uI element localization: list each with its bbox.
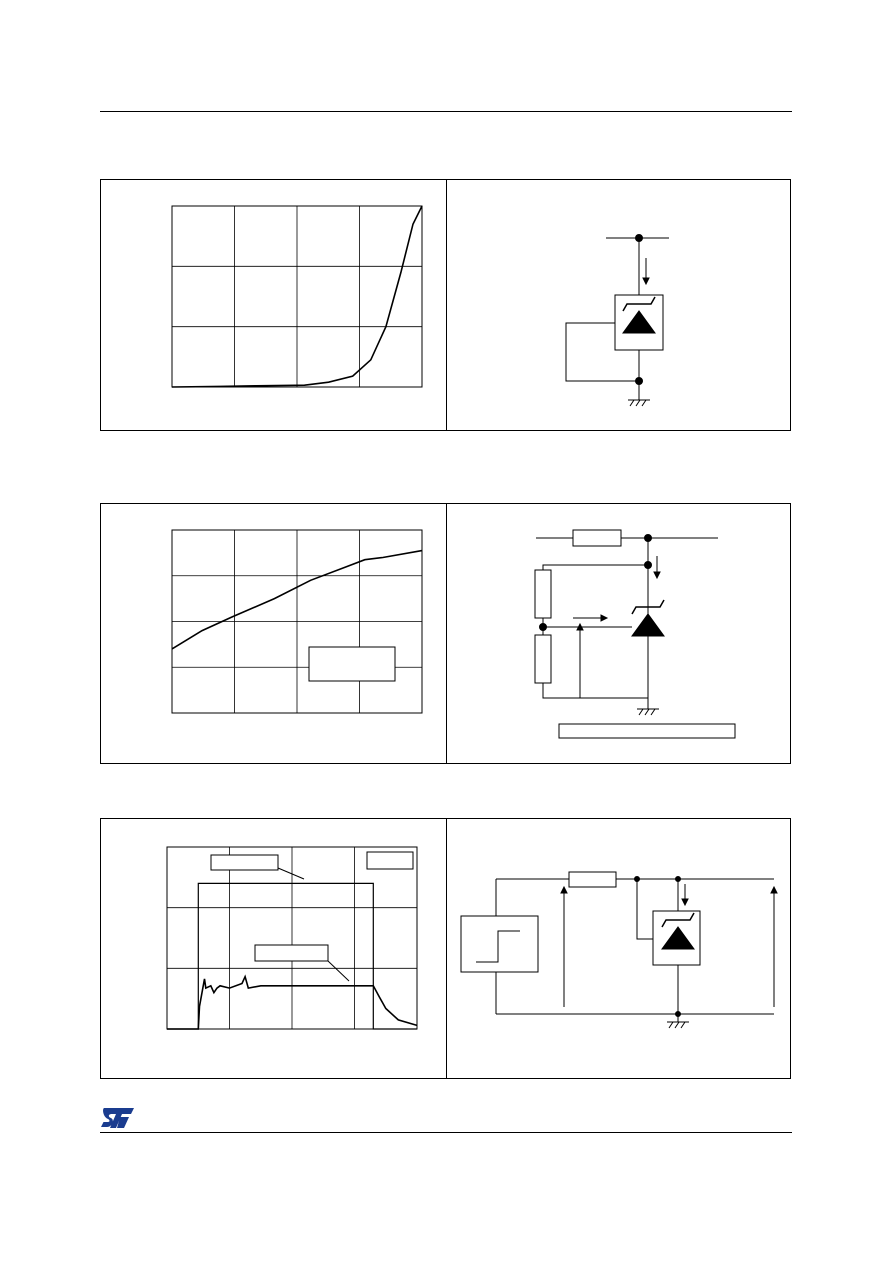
series-line-2 (167, 974, 418, 1030)
chart-legend-box (308, 646, 396, 682)
chart-1 (171, 205, 423, 388)
ground-hatch (674, 1021, 680, 1029)
st-logo-icon (101, 1108, 134, 1128)
schematic-step-source (460, 871, 778, 1029)
voltage-arrow-head (576, 622, 584, 631)
gate-wire (565, 322, 639, 382)
step-waveform-icon (476, 930, 520, 963)
output-voltage-arrow-head (770, 885, 778, 894)
divider-resistor-top (534, 569, 552, 619)
trace-label-box-lower (254, 944, 329, 962)
wire (542, 564, 648, 570)
ground-hatch (635, 399, 641, 407)
figure-row-3 (100, 818, 791, 1079)
series-line-1 (171, 549, 423, 650)
ground-hatch (641, 399, 647, 407)
trace-label-box-upper (210, 854, 279, 871)
chart-3 (166, 846, 418, 1030)
zener-cathode-bar (661, 912, 695, 928)
ground-hatch (680, 1021, 686, 1029)
scale-label-box (366, 851, 414, 870)
ground-hatch (638, 708, 644, 716)
figure-divider (446, 180, 447, 430)
header-rule (100, 111, 792, 112)
divider-resistor-bottom (534, 634, 552, 684)
zener-diode-icon (631, 613, 665, 637)
schematic-caption-box (558, 723, 736, 739)
step-generator (460, 915, 539, 973)
series-resistor (572, 529, 622, 547)
label-leader (327, 960, 350, 982)
zener-diode-icon (622, 310, 656, 334)
zener-cathode-bar (631, 599, 665, 615)
ground-hatch (629, 399, 635, 407)
ground-hatch (650, 708, 656, 716)
footer-rule (100, 1132, 792, 1133)
schematic-zener-divider (534, 529, 736, 739)
figure-row-1 (100, 179, 791, 431)
chart-2 (171, 529, 423, 714)
figure-row-1-art (171, 205, 669, 407)
zener-diode-icon (661, 926, 695, 950)
current-arrow-head (653, 571, 661, 580)
current-arrow-head (642, 277, 650, 286)
series-line-1 (171, 205, 423, 388)
current-arrow-head (681, 898, 689, 907)
figure-row-3-art (166, 846, 778, 1030)
figure-divider (446, 819, 447, 1078)
schematic-zener-clamp (565, 234, 669, 407)
label-leader (277, 867, 305, 880)
figure-divider (446, 504, 447, 763)
input-voltage-arrow-head (560, 885, 568, 894)
figure-row-2 (100, 503, 791, 764)
series-resistor (568, 871, 617, 888)
wire (542, 683, 648, 699)
gate-current-arrow-head (600, 614, 609, 622)
zener-cathode-bar (622, 296, 656, 312)
ground-hatch (644, 708, 650, 716)
ground-hatch (668, 1021, 674, 1029)
figure-row-2-art (171, 529, 736, 739)
